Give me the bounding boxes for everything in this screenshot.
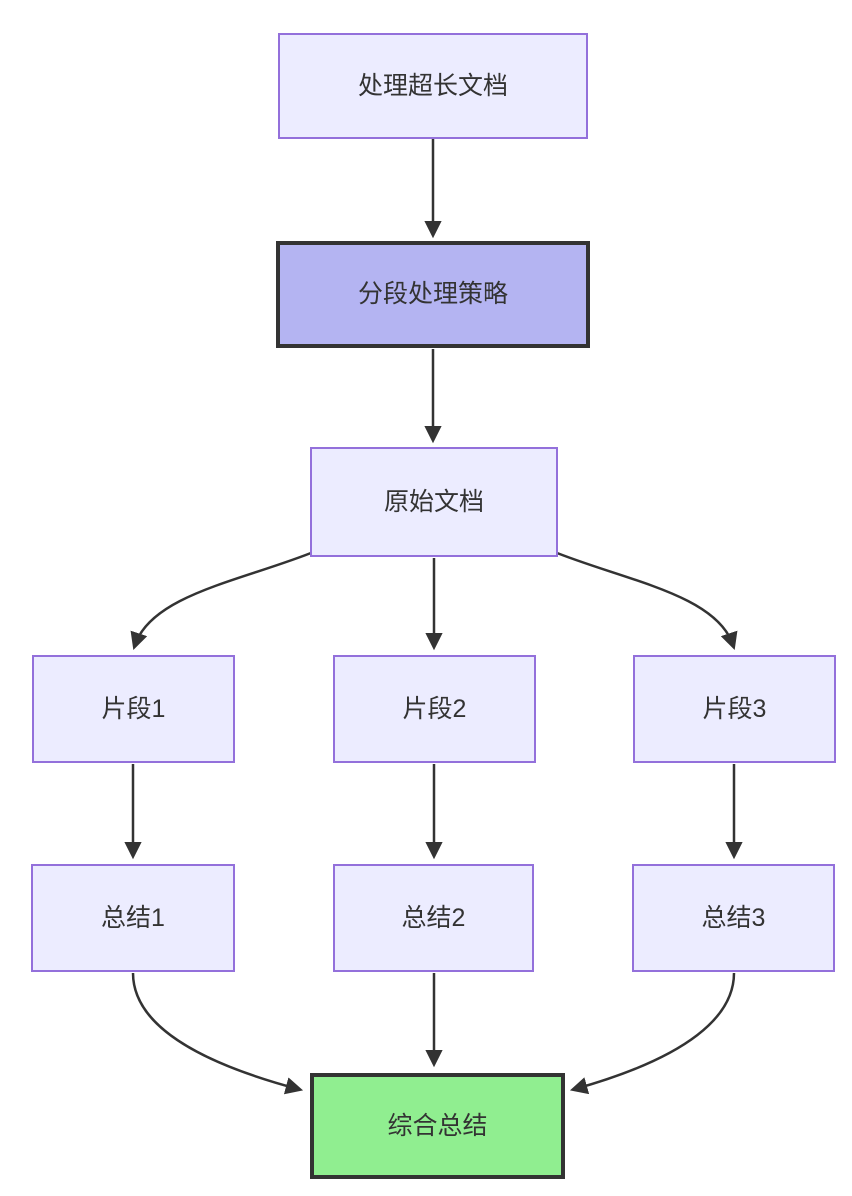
node-summary-1: 总结1 [31, 864, 235, 972]
node-summary-3: 总结3 [632, 864, 835, 972]
node-fragment-2-label: 片段2 [402, 694, 467, 723]
edge-summary3-to-final [569, 972, 736, 1095]
node-fragment-1-label: 片段1 [101, 694, 166, 723]
node-summary-2-label: 总结2 [401, 903, 466, 932]
node-final-summary-label: 综合总结 [387, 1111, 488, 1140]
node-segmentation-strategy-label: 分段处理策略 [357, 280, 508, 308]
node-summary-2: 总结2 [333, 864, 534, 972]
node-process-long-document-label: 处理超长文档 [357, 71, 508, 100]
edge-original-to-fragment1 [130, 549, 317, 650]
node-fragment-3-label: 片段3 [702, 694, 767, 723]
node-process-long-document: 处理超长文档 [278, 33, 588, 139]
edge-original-to-fragment3 [551, 549, 738, 650]
node-summary-3-label: 总结3 [701, 903, 766, 932]
edge-summary1-to-final [131, 972, 304, 1095]
node-fragment-1: 片段1 [32, 655, 235, 763]
node-original-document-label: 原始文档 [383, 487, 484, 516]
node-summary-1-label: 总结1 [101, 903, 165, 932]
node-segmentation-strategy: 分段处理策略 [276, 241, 590, 348]
node-fragment-2: 片段2 [333, 655, 536, 763]
node-fragment-3: 片段3 [633, 655, 836, 763]
node-original-document: 原始文档 [310, 447, 558, 557]
node-final-summary: 综合总结 [310, 1073, 565, 1179]
